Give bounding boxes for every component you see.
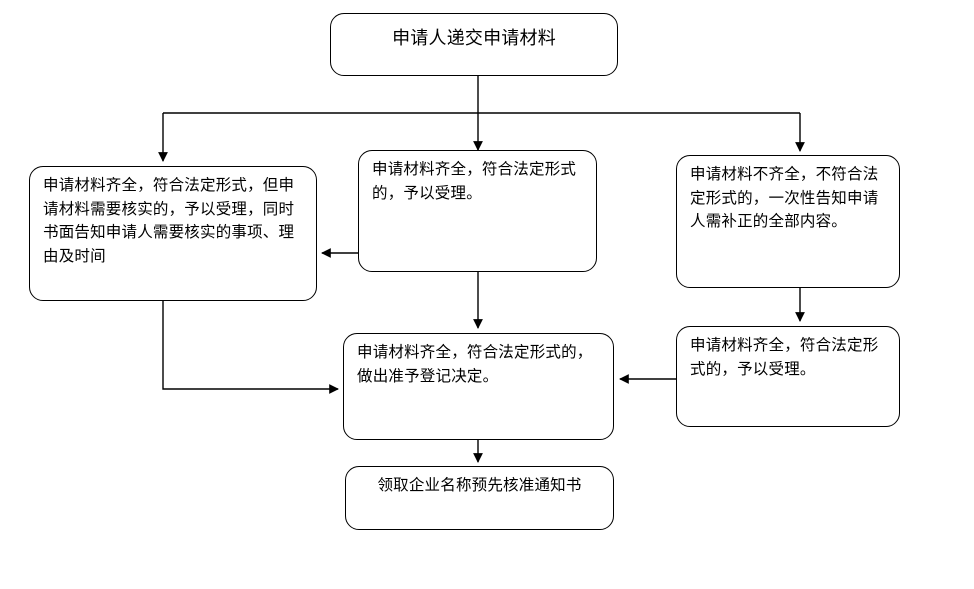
node-complete-accept[interactable]: 申请材料齐全，符合法定形式的，予以受理。 <box>358 150 597 272</box>
edge-needs-verification-to-approve <box>162 301 339 394</box>
node-receive-notice[interactable]: 领取企业名称预先核准通知书 <box>345 466 614 530</box>
node-complete-needs-verification[interactable]: 申请材料齐全，符合法定形式，但申请材料需要核实的，予以受理，同时书面告知申请人需… <box>29 166 317 301</box>
node-complete-accept-after-correction[interactable]: 申请材料齐全，符合法定形式的，予以受理。 <box>676 326 900 427</box>
node-incomplete-notify[interactable]: 申请材料不齐全，不符合法定形式的，一次性告知申请人需补正的全部内容。 <box>676 155 900 288</box>
node-approve-registration[interactable]: 申请材料齐全，符合法定形式的，做出准予登记决定。 <box>343 333 614 440</box>
node-submit[interactable]: 申请人递交申请材料 <box>330 13 618 76</box>
